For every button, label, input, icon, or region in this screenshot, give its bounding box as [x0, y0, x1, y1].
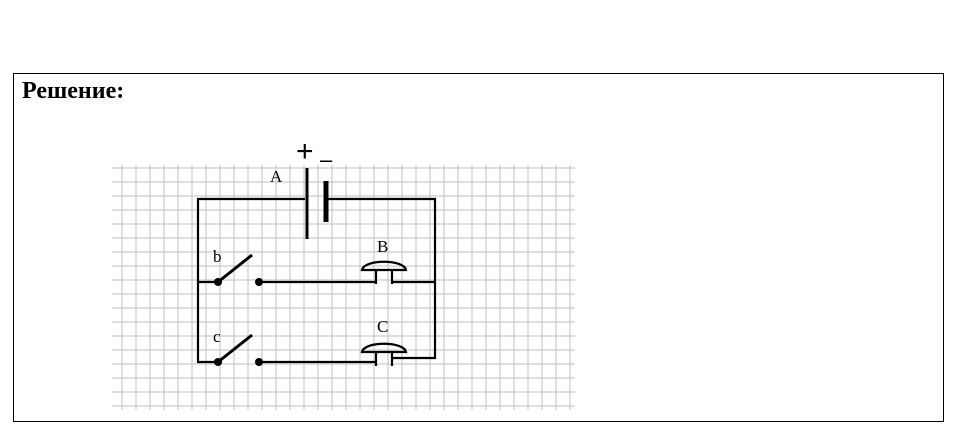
- battery-symbol: [305, 168, 329, 239]
- bell-b-symbol: [360, 260, 408, 284]
- graph-paper-grid: [112, 165, 575, 410]
- bell-c-symbol: [360, 342, 408, 366]
- switch-c-symbol: [214, 333, 263, 366]
- battery-label: A: [270, 167, 283, 186]
- minus-sign: –: [320, 147, 333, 172]
- bell-b-label: B: [377, 237, 388, 256]
- switch-b-label: b: [213, 247, 222, 266]
- solution-frame: [13, 73, 944, 422]
- plus-sign: +: [296, 135, 314, 168]
- circuit-wires: [196, 197, 437, 364]
- bell-c-label: C: [377, 317, 388, 336]
- switch-c-label: c: [213, 327, 221, 346]
- solution-heading: Решение:: [22, 78, 125, 104]
- switch-b-symbol: [214, 253, 263, 286]
